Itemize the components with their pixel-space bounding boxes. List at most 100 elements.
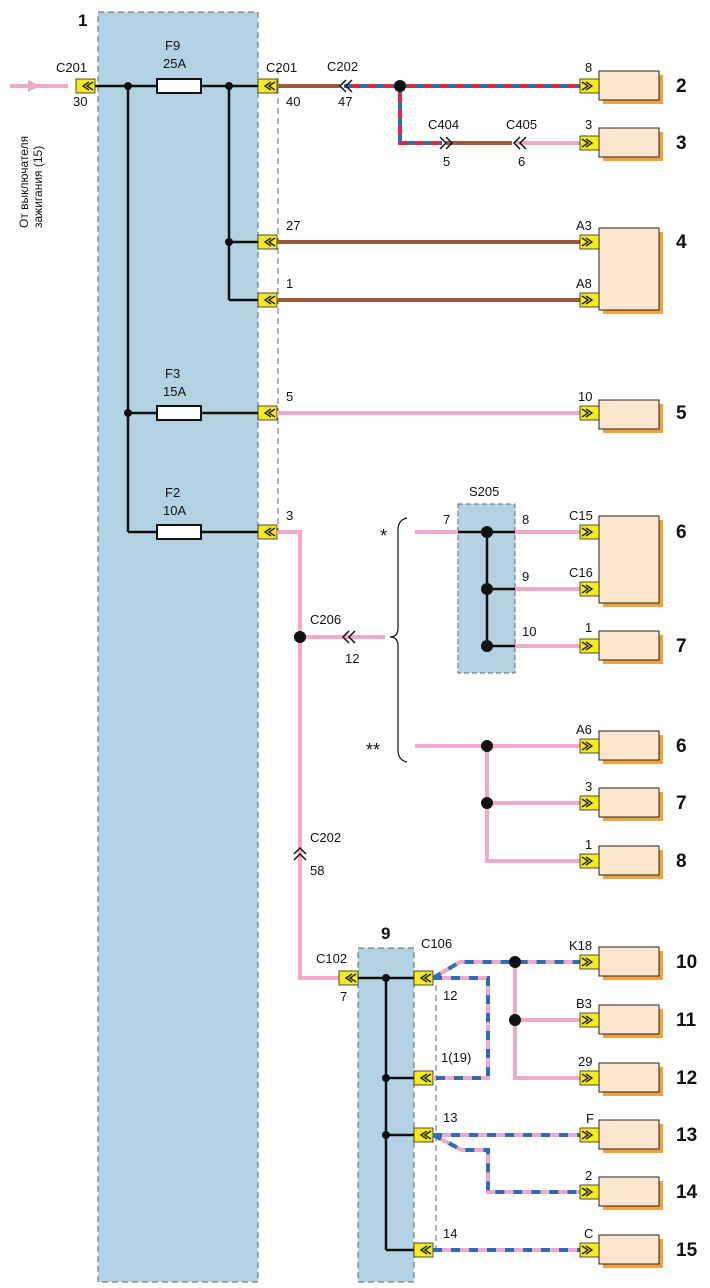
- component-5: 10 5: [578, 389, 687, 433]
- comp-5-number: 5: [676, 403, 687, 424]
- comp-14-pin: 2: [585, 1168, 592, 1183]
- inline-connector-c206: [341, 630, 356, 644]
- comp-11-number: 11: [676, 1010, 697, 1031]
- s205-pin-in: 7: [443, 512, 450, 527]
- comp-8-pin: 1: [585, 837, 592, 852]
- c201-in-label: C201: [56, 60, 87, 75]
- component-6a: C15 C16 6: [569, 508, 687, 607]
- s205-label: S205: [469, 484, 499, 499]
- s205-pin-8: 8: [522, 512, 529, 527]
- inline-connector-c202a: [338, 79, 353, 93]
- c202a-pin: 47: [338, 94, 352, 109]
- connector-c106-pin14: [413, 1242, 434, 1258]
- comp-4-pin-a3: A3: [576, 218, 592, 233]
- block-1-number: 1: [78, 11, 87, 30]
- comp-4-number: 4: [676, 232, 687, 253]
- fuse-f2-name: F2: [165, 485, 180, 500]
- s205-pin-9: 9: [522, 569, 529, 584]
- comp-5-pin: 10: [578, 389, 592, 404]
- component-7b: 3 7: [579, 779, 687, 821]
- fuse-f3-name: F3: [165, 366, 180, 381]
- connector-c201-pin3: [257, 524, 278, 540]
- inline-connector-c405: [512, 136, 527, 150]
- c202b-pin: 58: [310, 863, 324, 878]
- fuse-f2-rating: 10A: [163, 503, 186, 518]
- c106-pin-1-19: 1(19): [441, 1050, 471, 1065]
- component-3: 3 3: [579, 117, 687, 161]
- fuse-f2: [156, 524, 202, 540]
- comp-6a-pin-c16: C16: [569, 565, 593, 580]
- variant-1-mark: *: [380, 526, 387, 546]
- comp-15-number: 15: [676, 1240, 698, 1261]
- connector-c201-in: [75, 78, 96, 94]
- c202a-label: C202: [327, 59, 358, 74]
- fuse-f9-rating: 25A: [163, 56, 186, 71]
- comp-6b-pin: A6: [576, 722, 592, 737]
- comp-10-number: 10: [676, 952, 697, 973]
- variant-brace: [389, 517, 408, 763]
- comp-3-number: 3: [676, 133, 687, 154]
- component-10: K18 10: [569, 938, 697, 980]
- comp-15-pin: C: [584, 1226, 593, 1241]
- comp-3-pin: 3: [585, 117, 592, 132]
- connector-c102: [338, 970, 359, 986]
- component-4: A3 A8 4: [576, 218, 687, 314]
- c106-pin-14: 14: [443, 1226, 457, 1241]
- component-12: 29 12: [578, 1054, 697, 1096]
- fuse-f9: [156, 78, 202, 94]
- block-9-number: 9: [381, 924, 390, 943]
- c106-pin-12: 12: [443, 988, 457, 1003]
- comp-14-number: 14: [676, 1182, 698, 1203]
- comp-2-number: 2: [676, 76, 687, 97]
- pin-40: 40: [286, 94, 300, 109]
- connector-c201-pin5: [257, 405, 278, 421]
- component-6b: A6 6: [576, 722, 687, 764]
- variant-2-mark: **: [366, 740, 380, 760]
- c201-out-label: C201: [266, 60, 297, 75]
- comp-10-pin: K18: [569, 938, 592, 953]
- inline-connector-c404: [439, 136, 454, 150]
- c404-pin: 5: [443, 154, 450, 169]
- pin-1: 1: [286, 276, 293, 291]
- c405-label: C405: [506, 117, 537, 132]
- c206-pin: 12: [345, 651, 359, 666]
- comp-12-pin: 29: [578, 1054, 592, 1069]
- comp-12-number: 12: [676, 1068, 697, 1089]
- s205-pin-10: 10: [522, 624, 536, 639]
- comp-7b-pin: 3: [585, 779, 592, 794]
- connector-c106-pin12: [413, 970, 434, 986]
- connector-c201-pin40: [257, 78, 278, 94]
- comp-4-pin-a8: A8: [576, 276, 592, 291]
- connector-c201-pin27: [257, 234, 278, 250]
- c102-pin: 7: [340, 989, 347, 1004]
- c405-pin: 6: [518, 154, 525, 169]
- inline-connector-c202b: [293, 846, 307, 861]
- component-2: 8 2: [579, 60, 687, 104]
- comp-7b-number: 7: [676, 793, 687, 814]
- comp-7a-number: 7: [676, 636, 687, 657]
- source-label: От выключателя зажигания (15): [17, 133, 45, 228]
- comp-6b-number: 6: [676, 736, 687, 757]
- c106-label: C106: [421, 936, 452, 951]
- pin-5: 5: [286, 389, 293, 404]
- c404-label: C404: [428, 117, 459, 132]
- comp-8-number: 8: [676, 851, 687, 872]
- component-15: C 15: [579, 1226, 698, 1268]
- pin-27: 27: [286, 218, 300, 233]
- comp-11-pin: B3: [576, 996, 592, 1011]
- comp-13-number: 13: [676, 1125, 697, 1146]
- pin-3: 3: [286, 508, 293, 523]
- connector-c201-pin1: [257, 292, 278, 308]
- fuse-f3-rating: 15A: [163, 384, 186, 399]
- comp-6a-number: 6: [676, 522, 687, 543]
- component-8: 1 8: [579, 837, 687, 879]
- c206-label: C206: [310, 612, 341, 627]
- fuse-f3: [156, 405, 202, 421]
- c102-label: C102: [316, 951, 347, 966]
- c201-in-pin: 30: [73, 94, 87, 109]
- connector-c106-pin13: [413, 1127, 434, 1143]
- component-14: 2 14: [579, 1168, 698, 1210]
- fuse-f9-name: F9: [165, 38, 180, 53]
- comp-2-pin: 8: [585, 60, 592, 75]
